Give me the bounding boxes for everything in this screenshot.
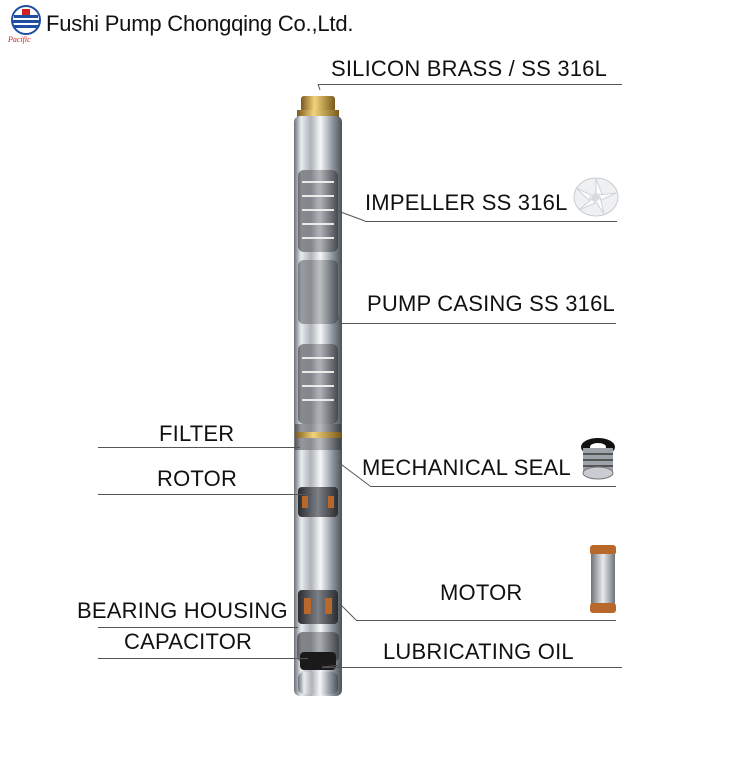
label-lubricating-oil: LUBRICATING OIL — [383, 639, 574, 664]
label-filter: FILTER — [159, 421, 235, 446]
mechanical-seal-part-image — [578, 436, 618, 482]
leader-impeller — [365, 221, 617, 222]
leader-silicon-brass — [318, 84, 622, 85]
label-motor: MOTOR — [440, 580, 523, 605]
label-silicon-brass: SILICON BRASS / SS 316L — [331, 56, 608, 81]
leader-motor — [356, 620, 616, 621]
company-logo: Pacific — [8, 4, 44, 48]
motor-part-image — [588, 545, 618, 613]
pump-illustration — [288, 92, 348, 704]
leader-capacitor — [98, 658, 308, 659]
leader-mechanical-seal — [370, 486, 616, 487]
leader-pump-casing — [340, 323, 616, 324]
leader-bearing-housing — [98, 627, 298, 628]
logo-text: Pacific — [8, 35, 31, 44]
impeller-part-image — [571, 176, 621, 218]
leader-lubricating-oil — [322, 667, 622, 668]
label-bearing-housing: BEARING HOUSING — [77, 598, 288, 623]
company-name: Fushi Pump Chongqing Co.,Ltd. — [46, 11, 354, 36]
label-pump-casing: PUMP CASING SS 316L — [367, 291, 615, 316]
leader-rotor — [98, 494, 312, 495]
leader-filter — [98, 447, 300, 448]
label-impeller: IMPELLER SS 316L — [365, 190, 568, 215]
label-capacitor: CAPACITOR — [124, 629, 253, 654]
label-mechanical-seal: MECHANICAL SEAL — [362, 455, 571, 480]
label-rotor: ROTOR — [157, 466, 238, 491]
